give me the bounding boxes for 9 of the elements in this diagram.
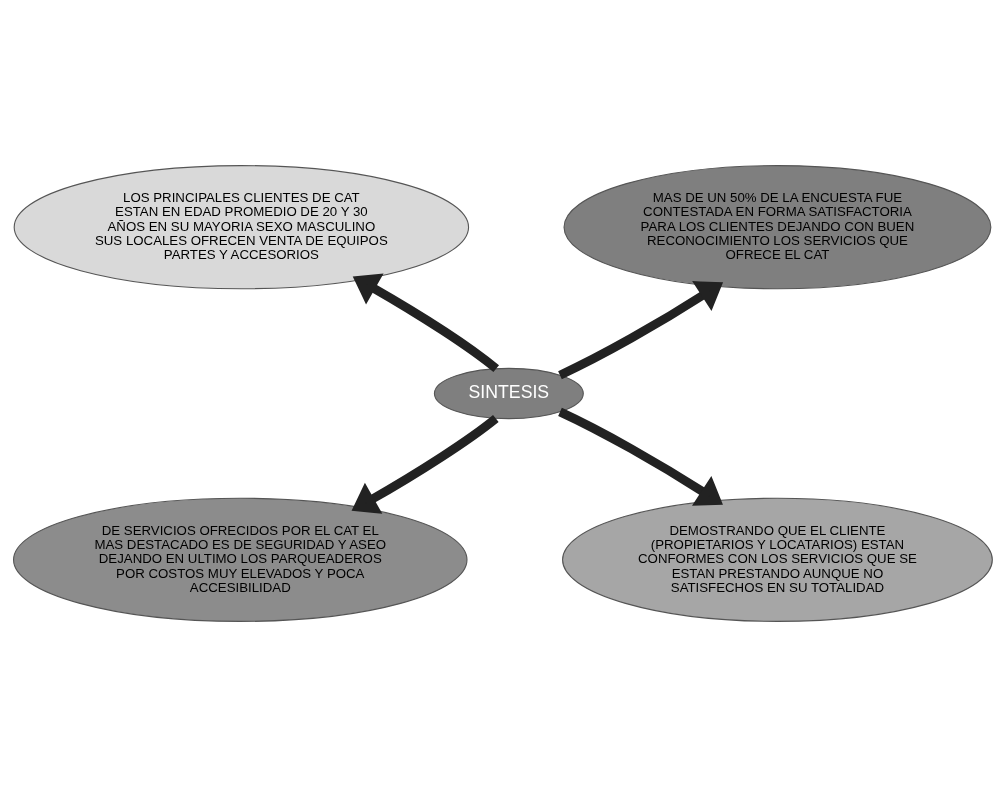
node-ellipse: SINTESIS (433, 367, 584, 420)
node-ellipse: DE SERVICIOS OFRECIDOS POR EL CAT EL MAS DESTACADO ES DE SEGURIDAD Y ASEO DEJANDO EN ULTIMO LOS PARQUEADEROS POR COSTOS MUY ELEVADOS Y POCA ACCESIBILIDAD (12, 497, 468, 622)
arrow (557, 281, 723, 380)
node-ellipse: LOS PRINCIPALES CLIENTES DE CAT ESTAN EN EDAD PROMEDIO DE 20 Y 30 AÑOS EN SU MAYORIA SEXO MASCULINO SUS LOCALES OFRECEN VENTA DE EQUIPOS PARTES Y ACCESORIOS (13, 165, 469, 290)
node-ellipse: MAS DE UN 50% DE LA ENCUESTA FUE CONTESTADA EN FORMA SATISFACTORIA PARA LOS CLIENTES DEJANDO CON BUEN RECONOCIMIENTO LOS SERVICIOS QUE OFRECE EL CAT (562, 165, 991, 290)
arrow (352, 273, 499, 373)
arrow (351, 415, 499, 514)
arrow (557, 407, 723, 506)
node-ellipse: DEMOSTRANDO QUE EL CLIENTE (PROPIETARIOS Y LOCATARIOS) ESTAN CONFORMES CON LOS SERVICIOS QUE SE ESTAN PRESTANDO AUNQUE NO SATISFECHOS EN SU TOTALIDAD (561, 497, 993, 622)
